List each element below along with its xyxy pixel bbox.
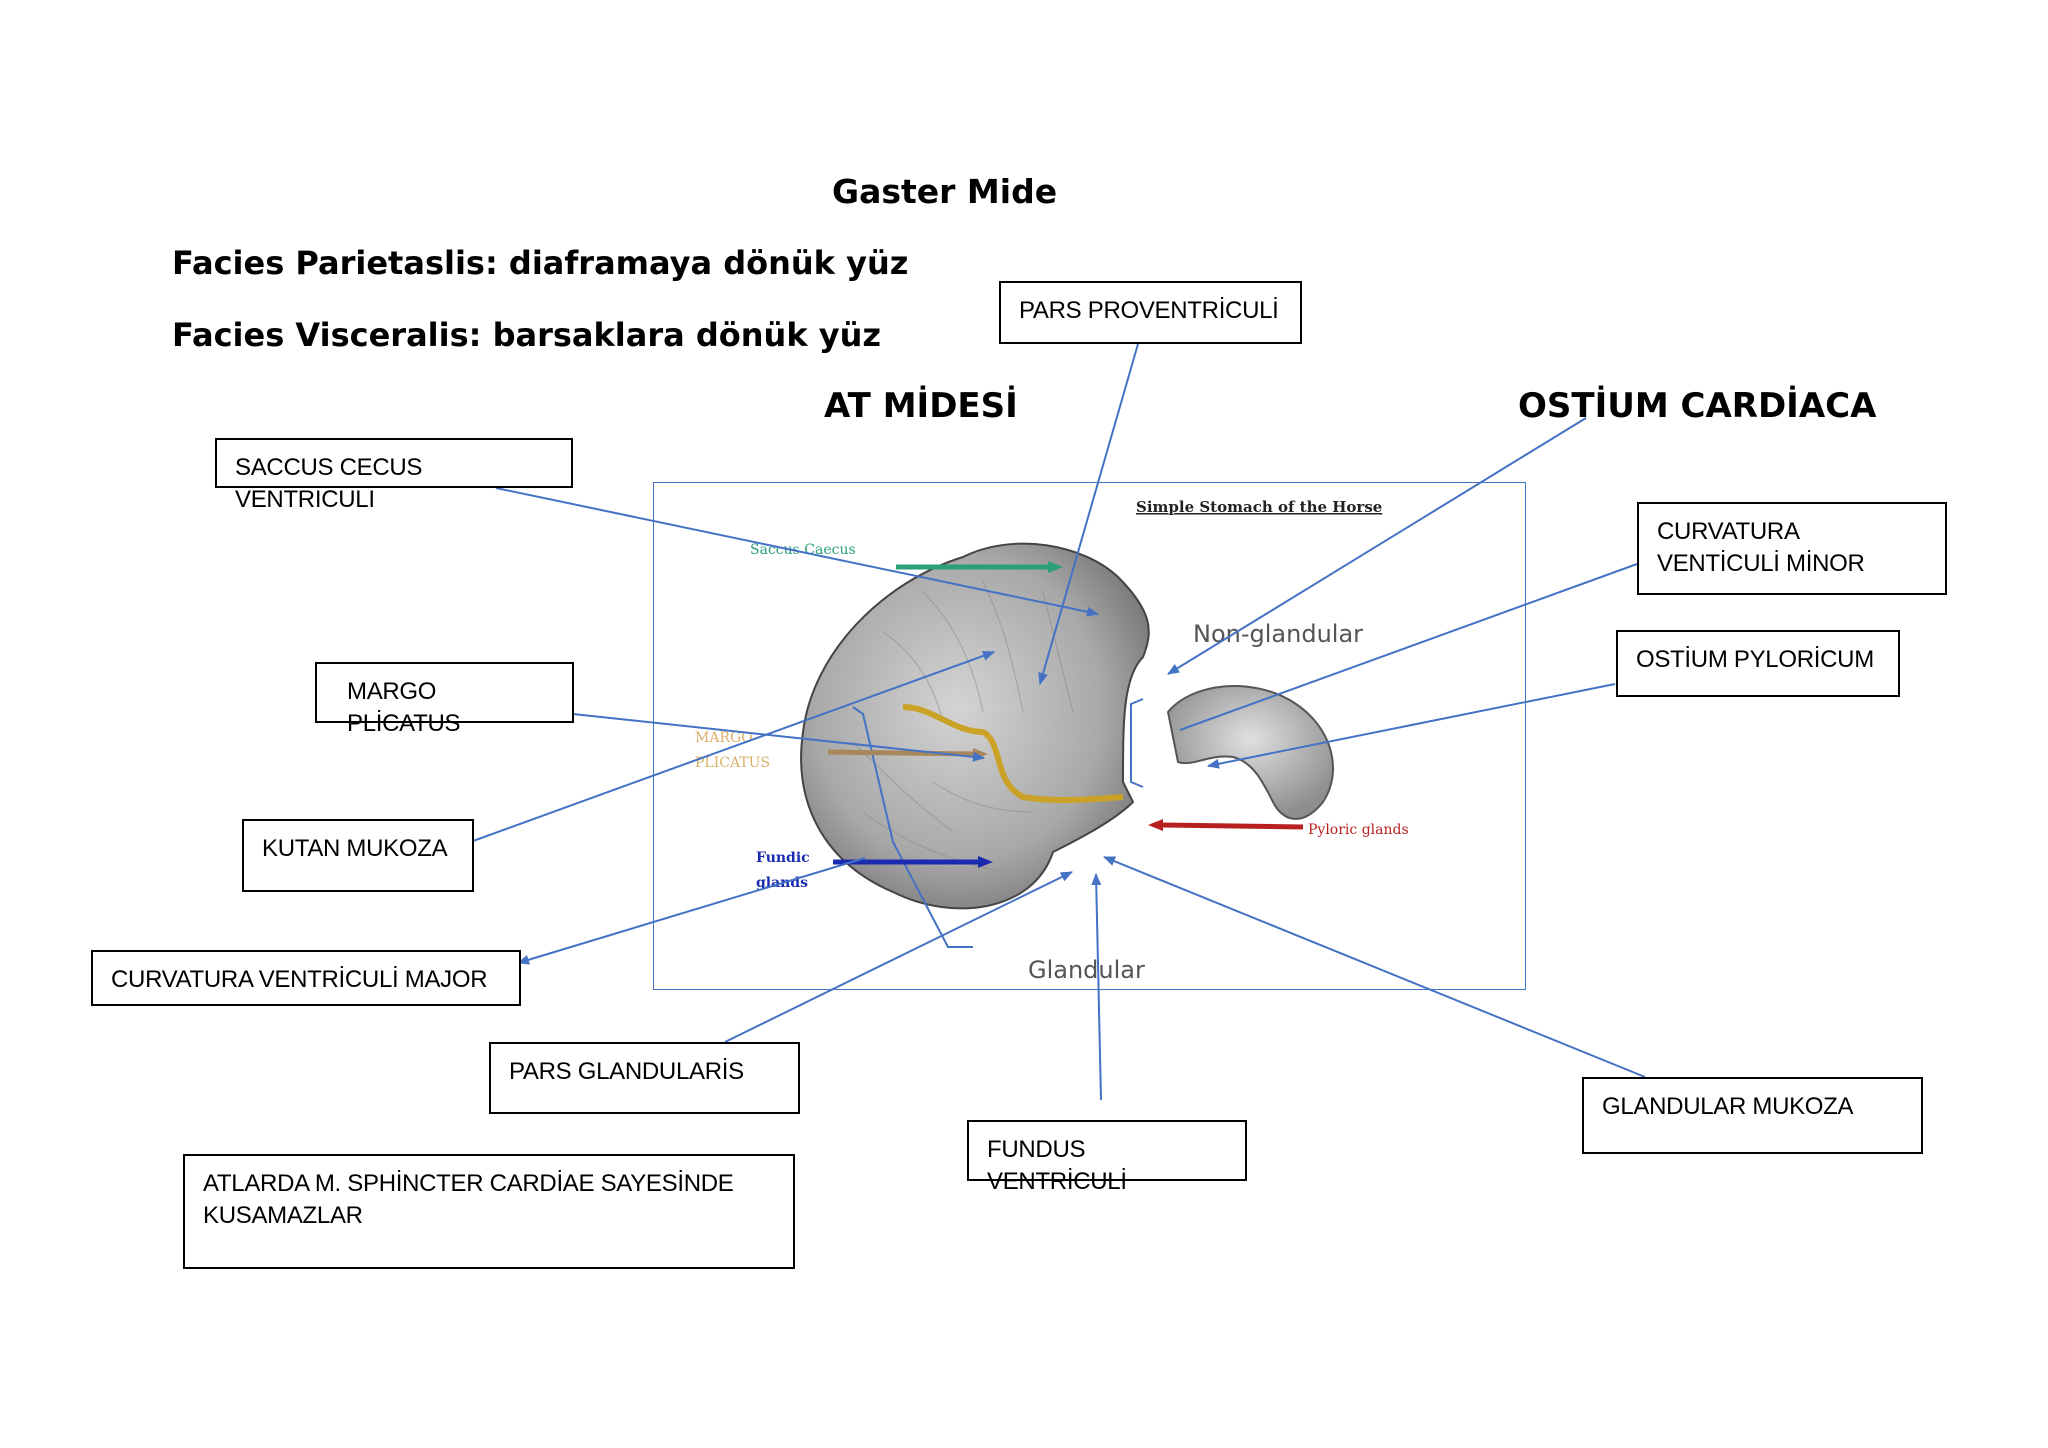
facies-visceralis-text: Facies Visceralis: barsaklara dönük yüz: [172, 316, 882, 354]
label-pars-proventriculi: PARS PROVENTRİCULİ: [999, 281, 1302, 344]
margo-image-text-2: PLICATUS: [695, 755, 770, 771]
label-sphincter-note: ATLARDA M. SPHİNCTER CARDİAE SAYESİNDE K…: [183, 1154, 795, 1269]
label-pars-glandularis: PARS GLANDULARİS: [489, 1042, 800, 1114]
label-margo-plicatus: MARGO PLİCATUS: [315, 662, 574, 737]
image-header-text: Simple Stomach of the Horse: [1136, 498, 1382, 516]
arrow-glandular-mukoza: [1103, 856, 1646, 1078]
horse-stomach-illustration: Simple Stomach of the Horse Saccus Caecu…: [653, 482, 1526, 990]
label-kutan-mukoza: KUTAN MUKOZA: [242, 819, 474, 892]
at-midesi-heading: AT MİDESİ: [824, 386, 1018, 426]
arrow-pars-glandularis: [724, 871, 1073, 1043]
facies-parietalis-text: Facies Parietaslis: diaframaya dönük yüz: [172, 244, 909, 282]
non-glandular-text: Non-glandular: [1193, 620, 1363, 648]
arrow-ostium-pyloricum: [1207, 683, 1616, 769]
label-curvatura-minor: CURVATURA VENTİCULİ MİNOR: [1637, 502, 1947, 595]
arrow-margo-plicatus: [572, 713, 985, 762]
page-title: Gaster Mide: [832, 172, 1058, 211]
label-saccus-cecus: SACCUS CECUS VENTRİCULİ: [215, 438, 573, 513]
label-ostium-pyloricum: OSTİUM PYLORİCUM: [1616, 630, 1900, 697]
margo-image-text-1: MARGO: [695, 730, 753, 746]
arrow-fundus-ventriculi: [1091, 873, 1102, 1101]
label-glandular-mukoza: GLANDULAR MUKOZA: [1582, 1077, 1923, 1154]
ostium-cardiaca-heading: OSTİUM CARDİACA: [1518, 386, 1877, 426]
label-curvatura-major: CURVATURA VENTRİCULİ MAJOR: [91, 950, 521, 1006]
arrow-pars-proventriculi: [1038, 343, 1139, 685]
arrow-ostium-cardiaca: [1167, 417, 1587, 675]
fundic-image-text-1: Fundic: [756, 850, 810, 866]
arrow-curvatura-major: [517, 857, 866, 965]
arrow-kutan-mukoza: [472, 651, 995, 842]
pyloric-glands-text: Pyloric glands: [1308, 822, 1409, 838]
label-fundus-ventriculi: FUNDUS VENTRİCULİ: [967, 1120, 1247, 1195]
arrow-saccus-cecus: [495, 487, 1099, 617]
glandular-text: Glandular: [1028, 956, 1145, 984]
line-curvatura-minor: [1179, 563, 1638, 731]
margo-plicatus-line: [902, 704, 1124, 804]
